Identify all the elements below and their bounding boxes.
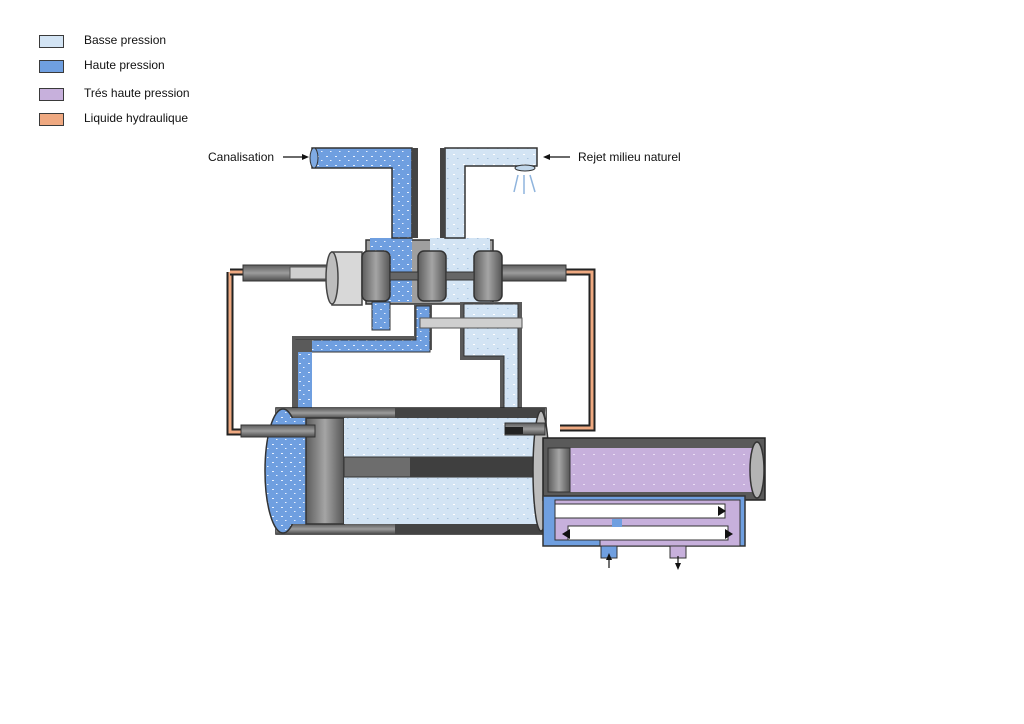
legend-label-hydraulic-liquid: Liquide hydraulique — [84, 111, 189, 125]
discharge-spray — [513, 174, 536, 194]
legend-swatch-hydraulic-liquid — [39, 113, 64, 126]
inlet-label: Canalisation — [208, 150, 275, 164]
booster-cylinder — [542, 437, 766, 501]
legend-swatch-low-pressure — [39, 35, 64, 48]
legend-swatch-very-high-pressure — [39, 88, 64, 101]
legend-label-low-pressure: Basse pression — [84, 33, 167, 47]
legend-label-very-high-pressure: Trés haute pression — [84, 86, 190, 100]
legend-label-high-pressure: Haute pression — [84, 58, 165, 72]
manifold — [542, 495, 746, 559]
main-cylinder — [240, 407, 550, 535]
cylinder-ducts — [292, 301, 523, 420]
legend-swatch-high-pressure — [39, 60, 64, 73]
outlet-label: Rejet milieu naturel — [578, 150, 681, 164]
arrows — [283, 154, 681, 570]
outlet-pipe — [440, 147, 538, 239]
rotary-valve — [242, 238, 567, 306]
inlet-pipe — [309, 147, 418, 239]
